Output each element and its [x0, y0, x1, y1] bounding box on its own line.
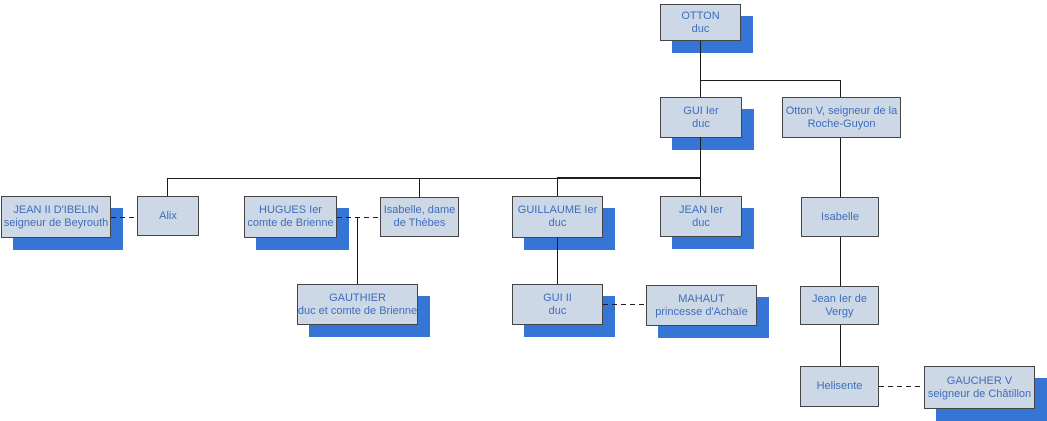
node-label: GUI Ier [683, 104, 719, 117]
node-otton[interactable]: OTTON duc [660, 4, 741, 41]
marriage-helisente-gaucher [879, 386, 924, 387]
node-label: GAUCHER V [946, 374, 1013, 387]
node-label: Isabelle, dame [383, 204, 456, 216]
node-sublabel: de Thèbes [393, 217, 446, 229]
node-sublabel: duc [548, 217, 567, 229]
edge-otton-children-bar [700, 80, 840, 81]
node-label: Otton V, seigneur de la [785, 104, 898, 117]
node-hugues-1er[interactable]: HUGUES Ier comte de Brienne [244, 196, 337, 238]
node-label: Helisente [816, 380, 863, 392]
edge-isabelle-thebes-drop [419, 178, 420, 197]
node-gauthier[interactable]: GAUTHIER duc et comte de Brienne [297, 284, 418, 325]
edge-gui1-down [700, 137, 701, 196]
node-sublabel: comte de Brienne [247, 217, 334, 229]
node-sublabel: seigneur de Beyrouth [3, 217, 109, 229]
node-sublabel: princesse d'Achaïe [655, 305, 748, 318]
marriage-hugues-isabelle-thebes [337, 217, 380, 218]
node-label: OTTON [681, 9, 720, 22]
node-label: Jean Ier de [811, 292, 868, 305]
edge-otton-down [700, 41, 701, 97]
node-jean-vergy[interactable]: Jean Ier de Vergy [800, 286, 879, 325]
node-isabelle[interactable]: Isabelle [801, 197, 879, 237]
node-isabelle-thebes[interactable]: Isabelle, dame de Thèbes [380, 197, 459, 237]
node-sublabel: duc et comte de Brienne [297, 304, 418, 317]
node-alix[interactable]: Alix [137, 196, 199, 236]
node-label: HUGUES Ier [259, 204, 322, 216]
marriage-jean2-alix [111, 217, 137, 218]
edge-isabelle-vergy [840, 237, 841, 286]
node-gaucher-v[interactable]: GAUCHER V seigneur de Châtillon [924, 366, 1035, 409]
edge-guillaume-gui2 [557, 238, 558, 284]
node-gui-1er[interactable]: GUI Ier duc [660, 97, 742, 138]
node-label: GUILLAUME Ier [517, 204, 598, 216]
node-gui-ii[interactable]: GUI II duc [512, 284, 603, 325]
node-label: JEAN Ier [678, 203, 723, 216]
node-sublabel: duc [692, 117, 710, 130]
edge-gui1-children-bar-right [557, 177, 701, 179]
node-sublabel: duc [548, 304, 567, 317]
node-jean-ii-ibelin[interactable]: JEAN II D'IBELIN seigneur de Beyrouth [1, 196, 111, 238]
node-jean-1er[interactable]: JEAN Ier duc [660, 196, 742, 237]
node-sublabel: duc [691, 22, 710, 35]
node-label: Isabelle [821, 210, 859, 223]
edge-vergy-helisente [840, 325, 841, 366]
edge-gauthier-drop [357, 217, 358, 284]
edge-guillaume-drop [557, 178, 558, 196]
marriage-gui2-mahaut [603, 304, 646, 305]
edge-otton5-drop [840, 80, 841, 97]
node-label: JEAN II D'IBELIN [13, 204, 99, 216]
node-otton-v[interactable]: Otton V, seigneur de la Roche-Guyon [782, 97, 901, 138]
node-sublabel: duc [692, 216, 710, 229]
node-guillaume-1er[interactable]: GUILLAUME Ier duc [512, 196, 603, 238]
node-sublabel: Vergy [825, 305, 854, 318]
node-mahaut[interactable]: MAHAUT princesse d'Achaïe [646, 285, 757, 326]
node-sublabel: seigneur de Châtillon [927, 387, 1032, 400]
edge-alix-drop [167, 178, 168, 196]
node-label: GUI II [543, 291, 572, 304]
node-helisente[interactable]: Helisente [800, 366, 879, 407]
node-sublabel: Roche-Guyon [807, 117, 876, 130]
node-label: GAUTHIER [329, 291, 386, 304]
node-label: Alix [159, 209, 177, 222]
edge-gui1-children-bar [167, 178, 558, 179]
node-label: MAHAUT [678, 292, 725, 305]
edge-otton5-isabelle [840, 138, 841, 197]
